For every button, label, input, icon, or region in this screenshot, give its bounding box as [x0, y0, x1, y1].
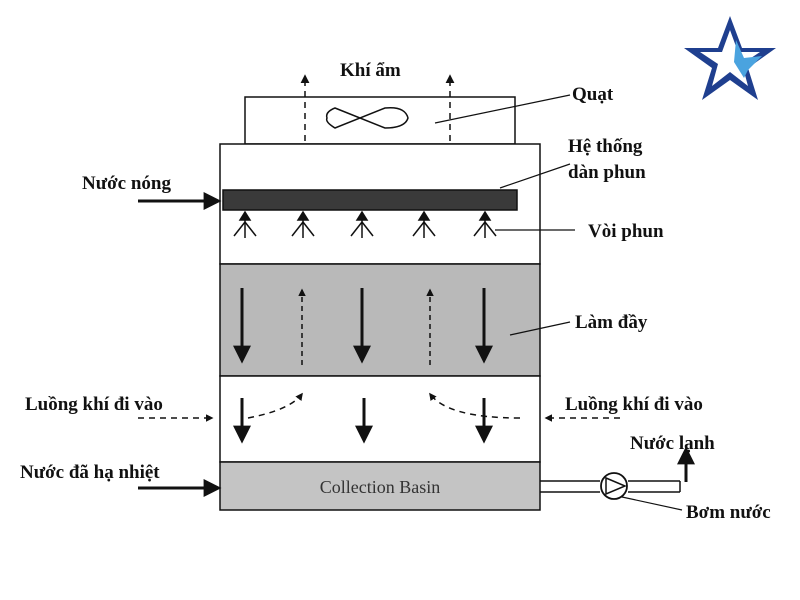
hot-water-label: Nước nóng	[82, 173, 171, 194]
fill-air-arrows	[298, 288, 434, 365]
nozzles-label: Vòi phun	[588, 221, 664, 242]
spray-system-label-line2: dàn phun	[568, 162, 646, 183]
spray-system-label-line1: Hệ thống	[568, 136, 643, 157]
nozzle-icon	[412, 210, 436, 238]
moist-air-label: Khí ẩm	[340, 60, 401, 81]
fill-zone	[219, 263, 541, 377]
fan-leader-line	[434, 94, 571, 124]
fill-water-arrows	[233, 288, 493, 364]
fill-label: Làm đầy	[575, 312, 648, 333]
fan-icon	[325, 106, 409, 129]
collection-basin	[219, 461, 541, 511]
pump-label: Bơm nước	[686, 502, 771, 523]
cooled-water-label: Nước đã hạ nhiệt	[20, 462, 160, 483]
pump-icon	[600, 472, 628, 500]
fill-leader-line	[509, 321, 571, 336]
pump-leader-line	[621, 496, 683, 511]
nozzle-icon	[233, 210, 257, 238]
outlet-pipe	[540, 480, 681, 493]
nozzles	[233, 210, 497, 238]
nozzle-icon	[473, 210, 497, 238]
star-logo-icon	[684, 16, 776, 100]
spray-leader-line	[499, 163, 571, 189]
spray-bar	[222, 189, 518, 211]
nozzle-icon	[350, 210, 374, 238]
rain-zone	[219, 375, 541, 463]
basin-label: Collection Basin	[320, 477, 441, 497]
fan-label: Quạt	[572, 84, 614, 105]
air-in-right-label: Luồng khí đi vào	[565, 394, 703, 415]
air-inflow-left	[138, 392, 303, 422]
cold-water-label: Nước lạnh	[630, 433, 715, 454]
nozzle-icon	[291, 210, 315, 238]
air-in-left-label: Luồng khí đi vào	[25, 394, 163, 415]
rain-water-arrows	[233, 398, 493, 444]
air-inflow-right	[429, 392, 620, 422]
